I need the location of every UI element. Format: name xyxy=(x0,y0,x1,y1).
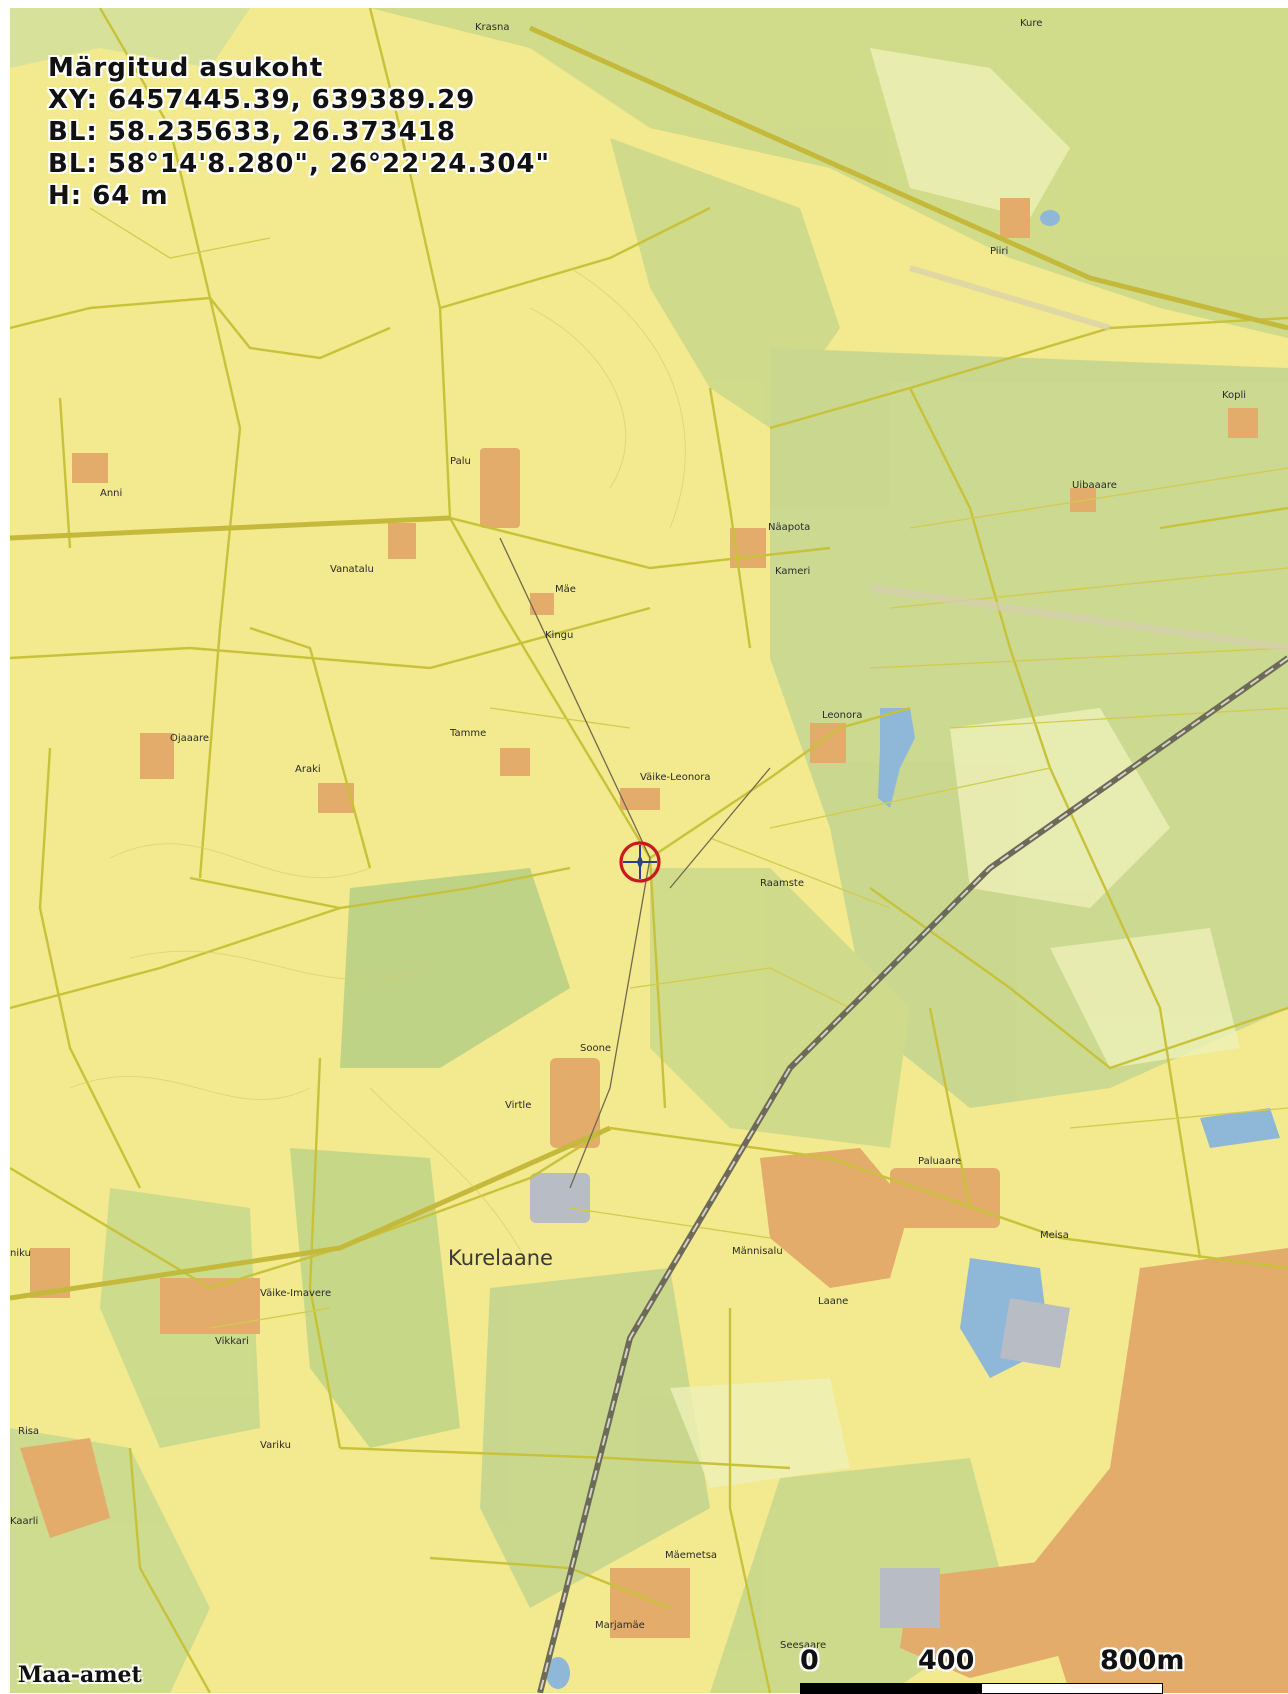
place-label-kameri: Kameri xyxy=(775,566,811,577)
location-marker-icon[interactable] xyxy=(617,839,663,885)
place-label-araki: Araki xyxy=(295,764,321,775)
map-credit: Maa-amet xyxy=(18,1662,142,1688)
place-label-krasna: Krasna xyxy=(475,22,510,33)
place-label-vikkari: Vikkari xyxy=(215,1336,249,1347)
scale-label-zero: 0 xyxy=(800,1645,819,1676)
place-label-ojaaare: Ojaaare xyxy=(170,733,210,744)
place-label-piiri: Piiri xyxy=(990,246,1009,257)
place-label-vaike-imavere: Väike-Imavere xyxy=(260,1288,332,1299)
place-label-variku: Variku xyxy=(260,1440,291,1451)
main-roads xyxy=(10,25,1288,1301)
minor-parcel-lines xyxy=(89,207,1288,1329)
info-xy-coordinates: XY: 6457445.39, 639389.29 xyxy=(48,85,476,115)
place-label-kopli: Kopli xyxy=(1222,390,1247,401)
scale-label-end: 800m xyxy=(1100,1645,1185,1676)
railway xyxy=(537,655,1288,1693)
industrial-areas xyxy=(530,1173,1070,1628)
building-areas xyxy=(20,198,1288,1693)
place-label-anni: Anni xyxy=(100,488,123,499)
place-label-raamste: Raamste xyxy=(760,878,805,889)
place-label-meisa: Meisa xyxy=(1040,1230,1069,1241)
scale-segment-dark xyxy=(800,1683,982,1694)
clearings xyxy=(670,48,1240,1488)
info-height: H: 64 m xyxy=(48,181,169,211)
parcel-boundaries xyxy=(10,8,1288,1693)
water-bodies xyxy=(546,210,1280,1689)
info-title: Märgitud asukoht xyxy=(48,53,324,83)
contour-lines xyxy=(69,267,686,1269)
tracks xyxy=(499,265,1288,1189)
place-label-paluaare: Paluaare xyxy=(918,1156,962,1167)
place-label-laane: Laane xyxy=(818,1296,849,1307)
place-label-soone: Soone xyxy=(580,1043,612,1054)
map-basemap xyxy=(10,8,1288,1693)
place-label-niku: niku xyxy=(10,1248,31,1259)
place-label-vanatalu: Vanatalu xyxy=(330,564,374,575)
place-label-marjamae: Marjamäe xyxy=(595,1620,645,1631)
place-label-kaarli: Kaarli xyxy=(10,1516,39,1527)
location-info-panel: Märgitud asukoht XY: 6457445.39, 639389.… xyxy=(48,52,550,212)
place-label-mannisalu: Männisalu xyxy=(732,1246,783,1257)
scale-bar: 0 400 800m xyxy=(800,1645,1250,1694)
place-label-uibaaare: Uibaaare xyxy=(1072,480,1117,491)
place-label-kingu: Kingu xyxy=(545,630,574,641)
place-label-leonora: Leonora xyxy=(822,710,863,721)
place-label-naapota: Näapota xyxy=(768,522,811,533)
info-bl-decimal: BL: 58.235633, 26.373418 xyxy=(48,117,456,147)
place-label-kure: Kure xyxy=(1020,18,1043,29)
place-label-tamme: Tamme xyxy=(450,728,487,739)
info-bl-dms: BL: 58°14'8.280", 26°22'24.304" xyxy=(48,149,551,179)
place-label-mae: Mäe xyxy=(555,584,576,595)
scale-label-mid: 400 xyxy=(918,1645,975,1676)
place-label-virtle: Virtle xyxy=(505,1100,532,1111)
map-canvas[interactable]: Krasna Kure Piiri Kopli Uibaaare Palu An… xyxy=(10,8,1288,1693)
place-label-maemetsa: Mäemetsa xyxy=(665,1550,718,1561)
place-label-vaike-leonora: Väike-Leonora xyxy=(640,772,711,783)
scale-segment-light xyxy=(981,1683,1163,1694)
place-label-palu: Palu xyxy=(450,456,471,467)
place-label-seesaare: Seesaare xyxy=(780,1640,827,1651)
place-label-risa: Risa xyxy=(18,1426,40,1437)
place-label-kurelaane: Kurelaane xyxy=(448,1246,553,1270)
